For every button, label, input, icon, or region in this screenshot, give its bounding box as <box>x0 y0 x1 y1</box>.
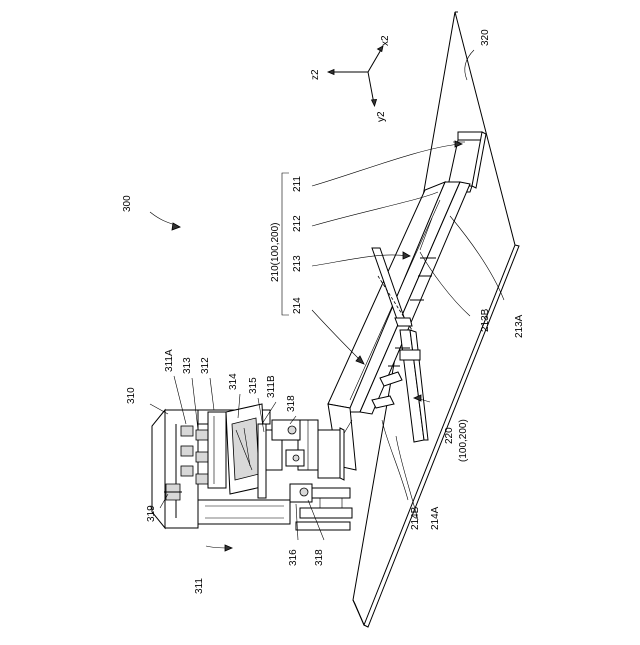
label-220-sub: (100,200) <box>458 419 469 462</box>
label-318-top: 318 <box>286 395 297 412</box>
label-313: 313 <box>182 357 193 374</box>
axis-triad <box>328 46 383 106</box>
label-214B: 214B <box>410 506 421 530</box>
label-x2: x2 <box>380 35 391 46</box>
label-213A: 213A <box>514 314 525 338</box>
label-213B: 213B <box>480 308 491 332</box>
label-314: 314 <box>228 373 239 390</box>
label-210: 210(100,200) <box>270 223 281 283</box>
label-300: 300 <box>122 195 133 212</box>
label-311A: 311A <box>164 349 175 372</box>
frame-310 <box>152 404 290 528</box>
label-316: 316 <box>288 549 299 566</box>
label-319: 319 <box>146 505 157 522</box>
label-315: 315 <box>248 377 259 394</box>
label-318-bottom: 318 <box>314 549 325 566</box>
support-columns <box>296 420 352 530</box>
label-214: 214 <box>292 297 303 314</box>
label-214A: 214A <box>430 506 441 530</box>
label-312: 312 <box>200 357 211 374</box>
label-311B: 311B <box>266 375 277 398</box>
label-y2: y2 <box>376 111 387 122</box>
label-320: 320 <box>480 29 491 46</box>
label-220: 220 <box>444 427 455 444</box>
label-213: 213 <box>292 255 303 272</box>
label-212: 212 <box>292 215 303 232</box>
label-z2: z2 <box>310 69 321 80</box>
label-310: 310 <box>126 387 137 404</box>
label-311: 311 <box>194 578 205 594</box>
label-211: 211 <box>292 176 303 192</box>
bracket-210 <box>282 173 289 315</box>
